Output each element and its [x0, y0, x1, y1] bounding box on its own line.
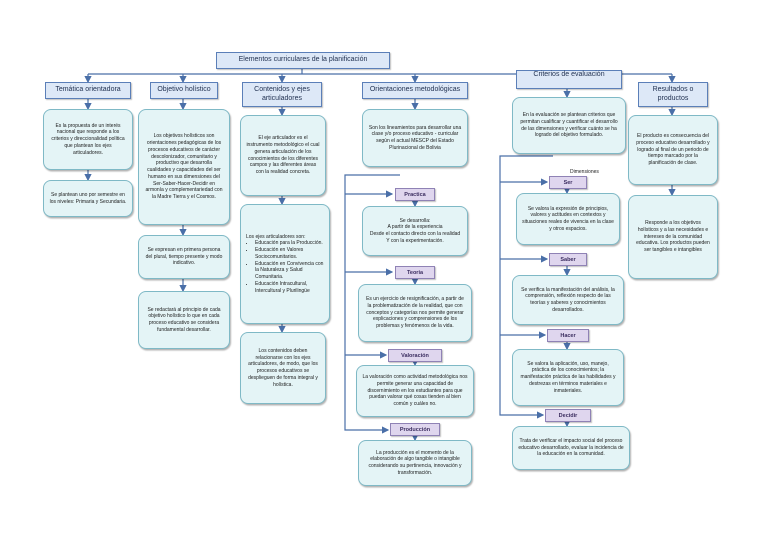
practica-box: Se desarrolla: A partir de la experienci… [362, 206, 468, 256]
teoria-box: Es un ejercicio de resignificación, a pa… [358, 284, 472, 342]
tag-valoracion: Valoración [388, 349, 442, 362]
header-orientaciones: Orientaciones metodológicas [362, 82, 468, 99]
practica-line: Y con la experimentación. [386, 237, 444, 244]
practica-line: Desde el contacto directo con la realida… [369, 231, 461, 237]
tag-saber: Saber [549, 253, 587, 266]
tag-teoria: Teoria [395, 266, 435, 279]
contenidos-box-1: El eje articulador es el instrumento met… [240, 115, 326, 196]
eje-item: Educación para la Producción. [255, 240, 324, 247]
diagram-title: Elementos curriculares de la planificaci… [216, 52, 390, 69]
ejes-intro: Los ejes articuladores son: [246, 233, 306, 240]
orientaciones-box: Son los lineamientos para desarrollar un… [362, 109, 468, 167]
tematica-box-1: Es la propuesta de un interés nacional q… [43, 109, 133, 170]
header-criterios: Criterios de evaluación [516, 70, 622, 89]
practica-line: A partir de la experiencia [387, 224, 443, 231]
contenidos-box-2: Los ejes articuladores son: Educación pa… [240, 204, 330, 324]
contenidos-box-3: Los contenidos deben relacionarse con lo… [240, 332, 326, 404]
criterios-box: En la evaluación se plantean criterios q… [512, 97, 626, 154]
eje-item: Educación en Valores Sociocomunitarios. [255, 247, 324, 261]
objetivo-box-1: Los objetivos holísticos son orientacion… [138, 109, 230, 225]
resultados-box-1: El producto es consecuencia del proceso … [628, 115, 718, 185]
resultados-box-2: Responde a los objetivos holísticos y a … [628, 195, 718, 279]
tag-practica: Practica [395, 188, 435, 201]
practica-line: Se desarrolla: [399, 217, 431, 224]
produccion-box: La producción es el momento de la elabor… [358, 440, 472, 486]
objetivo-box-3: Se redactará al principio de cada objeti… [138, 291, 230, 349]
dimensiones-label: Dimensiones [570, 169, 599, 175]
tematica-box-2: Se plantean uno por semestre en los nive… [43, 180, 133, 217]
ejes-list: Educación para la Producción. Educación … [246, 240, 324, 294]
tag-ser: Ser [549, 176, 587, 189]
valoracion-box: La valoración como actividad metodológic… [356, 365, 474, 417]
header-tematica: Temática orientadora [45, 82, 131, 99]
saber-box: Se verifica la manifestación del análisi… [512, 275, 624, 325]
ser-box: Se valora la expresión de principios, va… [516, 193, 620, 245]
tag-produccion: Producción [390, 423, 440, 436]
eje-item: Educación en Convivencia con la Naturale… [255, 261, 324, 281]
header-resultados: Resultados o productos [638, 82, 708, 107]
tag-hacer: Hacer [547, 329, 589, 342]
tag-decidir: Decidir [545, 409, 591, 422]
hacer-box: Se valora la aplicación, uso, manejo, pr… [512, 349, 624, 406]
header-objetivo: Objetivo holístico [150, 82, 218, 99]
decidir-box: Trata de verificar el impacto social del… [512, 426, 630, 470]
objetivo-box-2: Se expresan en primera persona del plura… [138, 235, 230, 279]
eje-item: Educación Intracultural, Intercultural y… [255, 281, 324, 295]
header-contenidos: Contenidos y ejes articuladores [242, 82, 322, 107]
